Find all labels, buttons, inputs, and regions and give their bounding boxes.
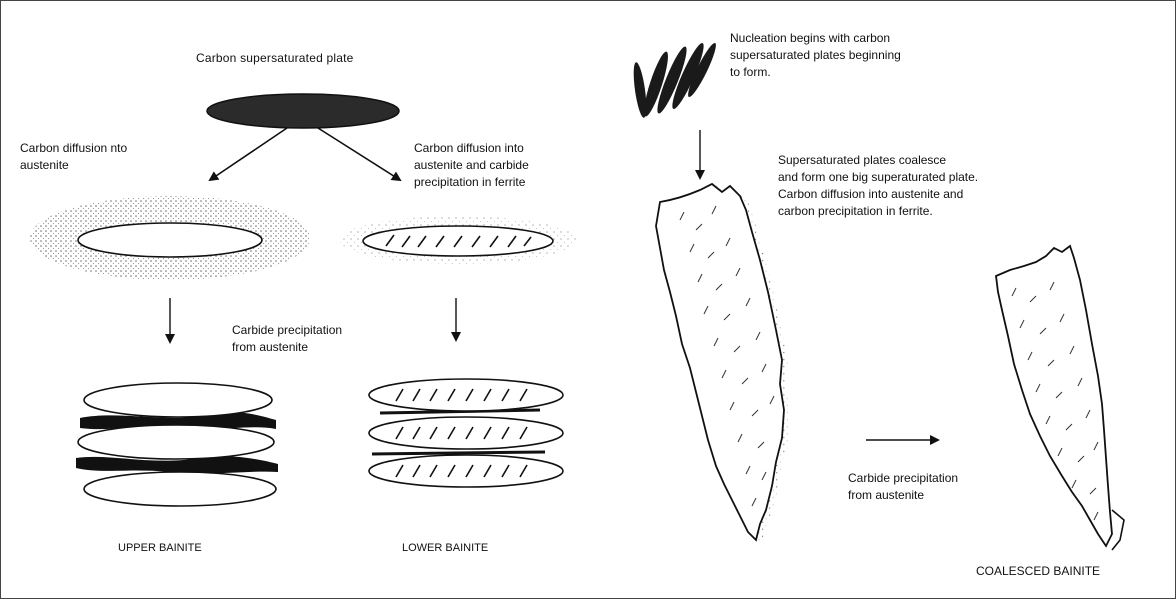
coalesced-plate-2 — [996, 246, 1124, 550]
coalesced-plate-1 — [656, 184, 790, 544]
label-upper-bainite: UPPER BAINITE — [118, 540, 202, 557]
lower-bainite-stack — [369, 379, 563, 487]
nucleation-plates — [631, 41, 719, 119]
arrow-to-lower — [318, 128, 400, 180]
label-carbide-precipitation-left: Carbide precipitation from austenite — [232, 322, 342, 356]
label-lower-bainite: LOWER BAINITE — [402, 540, 488, 557]
upper-bainite-stack — [76, 383, 278, 506]
label-nucleation: Nucleation begins with carbon supersatur… — [730, 30, 901, 81]
label-lower-branch: Carbon diffusion into austenite and carb… — [414, 140, 529, 191]
label-carbon-supersaturated-plate: Carbon supersaturated plate — [196, 50, 354, 67]
label-coalesced-bainite: COALESCED BAINITE — [976, 563, 1100, 580]
carbon-plate — [207, 94, 399, 128]
label-coalesce: Supersaturated plates coalesce and form … — [778, 152, 978, 220]
label-upper-branch: Carbon diffusion nto austenite — [20, 140, 127, 174]
arrow-to-upper — [210, 128, 287, 180]
label-carbide-precipitation-right: Carbide precipitation from austenite — [848, 470, 958, 504]
upper-plate — [78, 223, 262, 257]
